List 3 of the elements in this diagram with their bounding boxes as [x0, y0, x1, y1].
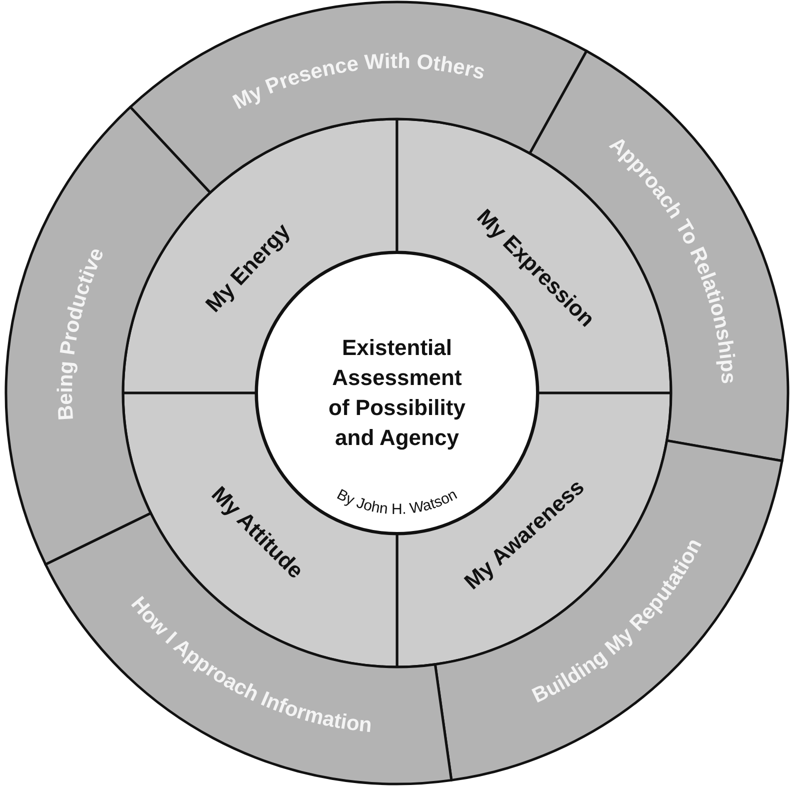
author-credit: By John H. Watson: [334, 486, 460, 518]
segment-label: My Presence With Others: [229, 50, 488, 114]
center-title: Existential Assessment of Possibility and Agency: [328, 334, 466, 452]
